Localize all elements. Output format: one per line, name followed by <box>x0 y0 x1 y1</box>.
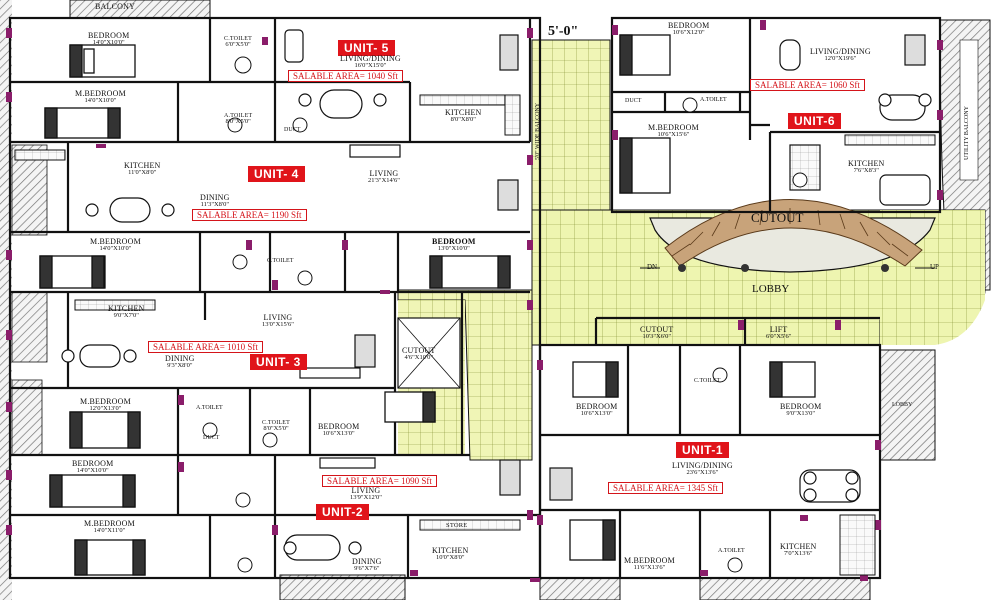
unit-5-badge: UNIT- 5 <box>338 40 395 56</box>
walls-unit-1 <box>538 316 882 580</box>
stair-down-label: DN <box>647 263 658 271</box>
beds <box>39 34 816 576</box>
living-furniture <box>61 29 932 561</box>
toilet-label: A.TOILET <box>196 405 223 411</box>
unit-2-badge: UNIT-2 <box>316 504 370 520</box>
bed-icon <box>49 474 136 508</box>
unit-4-badge: UNIT- 4 <box>248 166 305 182</box>
toilets <box>202 56 808 573</box>
cutout-arc <box>649 199 936 273</box>
toilet-label: C.TOILET <box>267 258 294 264</box>
bed-icon <box>74 539 146 576</box>
toilet-label: C.TOILET <box>694 378 721 384</box>
unit-6-salable-area: SALABLE AREA= 1060 Sft <box>750 79 865 91</box>
bed-icon <box>44 107 121 139</box>
lobby-label: LOBBY <box>752 283 790 295</box>
balcony-vertical-label: 5'0" WIDE BALCONY <box>535 102 541 160</box>
unit-2-salable-area: SALABLE AREA= 1090 Sft <box>322 475 437 487</box>
duct-label: DUCT <box>284 127 301 133</box>
bed-icon <box>569 519 616 561</box>
toilet-label: A.TOILET <box>718 548 745 554</box>
bed-icon <box>69 411 141 449</box>
bed-icon <box>769 361 816 398</box>
unit-5-salable-area: SALABLE AREA= 1040 Sft <box>288 70 403 82</box>
toilet-label: A.TOILET <box>700 97 727 103</box>
unit-1-salable-area: SALABLE AREA= 1345 Sft <box>608 482 723 494</box>
unit-4-salable-area: SALABLE AREA= 1190 Sft <box>192 209 307 221</box>
stair-up-label: UP <box>930 263 939 271</box>
cutout-label: CUTOUT <box>751 210 804 225</box>
bed-icon <box>619 34 671 76</box>
duct-label: DUCT <box>203 435 220 441</box>
room-label: STORE <box>446 522 468 529</box>
cutout-box <box>397 317 461 389</box>
unit-3-salable-area: SALABLE AREA= 1010 Sft <box>148 341 263 353</box>
unit-3-badge: UNIT- 3 <box>250 354 307 370</box>
bed-icon <box>572 361 619 398</box>
room-label: BALCONY <box>95 2 136 11</box>
bed-icon <box>69 44 136 78</box>
unit-1-badge: UNIT-1 <box>676 442 730 458</box>
duct-label: DUCT <box>625 98 642 104</box>
dimension-label: 5'-0" <box>548 24 579 39</box>
utility-balcony-label: UTILITY BALCONY <box>964 106 970 160</box>
unit-6-badge: UNIT-6 <box>788 113 842 129</box>
lobby-side-label: LOBBY <box>892 402 913 408</box>
bed-icon <box>39 255 106 289</box>
bed-icon <box>619 137 671 194</box>
bed-icon <box>384 391 436 423</box>
bed-icon <box>429 255 511 289</box>
kitchen-counters <box>14 94 936 576</box>
window-markers <box>6 20 943 582</box>
walls-left-block <box>8 16 542 580</box>
